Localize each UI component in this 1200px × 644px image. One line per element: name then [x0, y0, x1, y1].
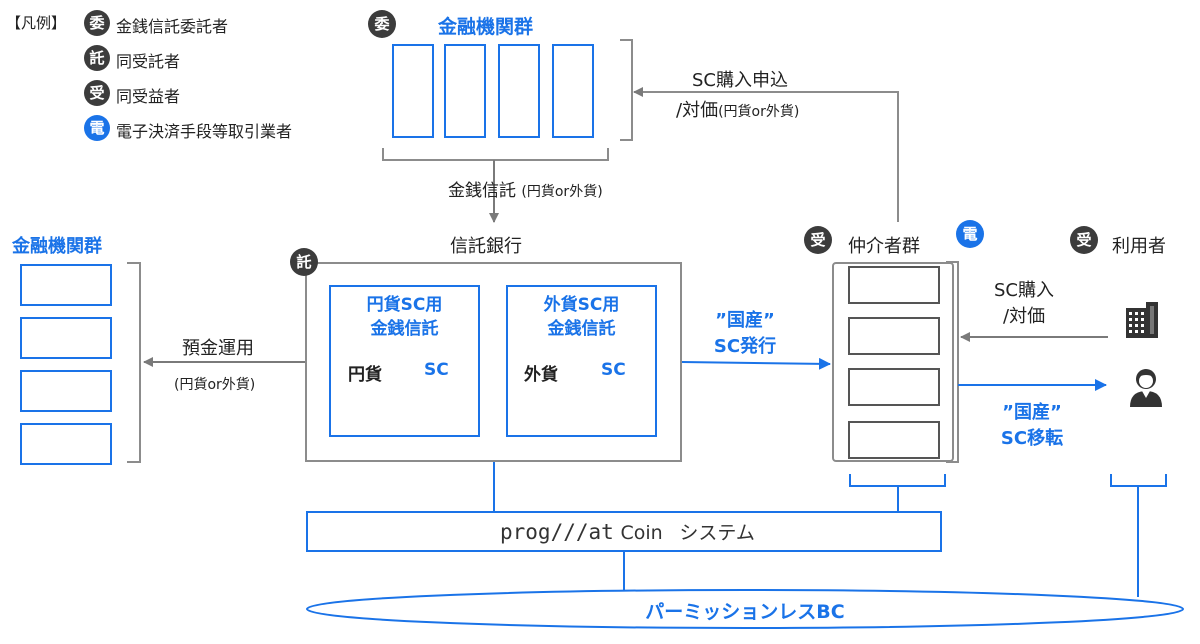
user-purchase-line2: /対価 — [1003, 306, 1046, 327]
intermediary-badge-epayment: 電 — [956, 220, 984, 248]
money-trust-label: 金銭信託 (円貨or外貨) — [448, 176, 603, 201]
intermediary-title: 仲介者群 — [848, 236, 920, 257]
legend-title: 【凡例】 — [6, 14, 67, 32]
legend-badge-beneficiary: 受 — [84, 80, 110, 106]
sc-purchase-sub: (円貨or外貨) — [718, 104, 800, 120]
sc-purchase-line2: /対価 — [676, 100, 719, 121]
top-bank-box-4 — [552, 44, 594, 138]
user-badge: 受 — [1070, 226, 1098, 254]
trust-bank-title: 信託銀行 — [450, 236, 522, 257]
user-bottom-bracket — [1110, 474, 1167, 487]
trust-bank-badge: 託 — [290, 248, 318, 276]
progmat-system-label: prog///at Coin システム — [500, 518, 755, 545]
user-purchase-line1: SC購入 — [994, 280, 1054, 301]
legend-label-trustee: 同受託者 — [116, 52, 181, 71]
blockchain-ellipse — [306, 589, 1184, 629]
legend-badge-trustee: 託 — [84, 45, 110, 71]
legend-badge-consignor: 委 — [84, 10, 110, 36]
left-bank-title: 金融機関群 — [12, 236, 102, 257]
left-bank-box-3 — [20, 370, 112, 412]
intermediary-bottom-bracket — [849, 474, 946, 487]
money-trust-sub: (円貨or外貨) — [521, 184, 603, 200]
top-bank-bracket — [382, 148, 609, 161]
legend-label-consignor: 金銭信託委託者 — [116, 17, 229, 36]
top-bank-right-bracket — [620, 39, 633, 141]
legend-label-epayment: 電子決済手段等取引業者 — [116, 122, 293, 141]
intermediary-badge: 受 — [804, 226, 832, 254]
sc-purchase-line2-wrap: /対価(円貨or外貨) — [676, 96, 799, 122]
user-title: 利用者 — [1112, 236, 1166, 257]
top-bank-title: 金融機関群 — [438, 16, 534, 38]
fx-trust-left: 外貨 — [524, 365, 558, 385]
building-icon — [1126, 302, 1158, 338]
top-bank-box-3 — [498, 44, 540, 138]
top-bank-box-1 — [392, 44, 434, 138]
sc-purchase-arrow — [633, 87, 899, 222]
jpy-trust-title-1: 円貨SC用 — [366, 295, 443, 315]
progmat-system-text: システム — [679, 522, 755, 544]
intermediary-item-1 — [848, 266, 940, 304]
left-bank-box-4 — [20, 423, 112, 465]
sc-transfer-line1: ”国産” — [1002, 402, 1062, 423]
jpy-trust-left: 円貨 — [348, 365, 382, 385]
left-bank-box-1 — [20, 264, 112, 306]
fx-trust-box — [506, 285, 657, 437]
jpy-trust-title-2: 金銭信託 — [370, 319, 439, 339]
money-trust-text: 金銭信託 — [448, 181, 516, 201]
sc-issue-line2: SC発行 — [713, 336, 777, 357]
fx-trust-right: SC — [601, 360, 626, 380]
top-bank-badge: 委 — [368, 10, 396, 38]
legend-label-beneficiary: 同受益者 — [116, 87, 181, 106]
sc-issue-line1: ”国産” — [715, 310, 775, 331]
top-bank-box-2 — [444, 44, 486, 138]
jpy-trust-box — [329, 285, 480, 437]
progmat-logo: prog///at — [500, 520, 614, 544]
sc-transfer-line2: SC移転 — [1000, 428, 1064, 449]
left-bank-bracket — [127, 262, 141, 463]
left-bank-box-2 — [20, 317, 112, 359]
intermediary-item-2 — [848, 317, 940, 355]
fx-trust-title-1: 外貨SC用 — [543, 295, 620, 315]
intermediary-item-3 — [848, 368, 940, 406]
blockchain-label: パーミッションレスBC — [645, 601, 845, 623]
legend-badge-epayment: 電 — [84, 115, 110, 141]
intermediary-item-4 — [848, 421, 940, 459]
person-icon — [1130, 369, 1162, 407]
trust-bank-box — [305, 262, 682, 462]
jpy-trust-right: SC — [424, 360, 449, 380]
sc-issue-arrow — [681, 357, 831, 370]
deposit-label: 預金運用 — [182, 338, 254, 359]
progmat-system-box — [306, 511, 942, 552]
deposit-sub: (円貨or外貨) — [174, 377, 256, 393]
fx-trust-title-2: 金銭信託 — [547, 319, 616, 339]
sc-purchase-line1: SC購入申込 — [692, 70, 788, 91]
progmat-coin: Coin — [620, 522, 663, 544]
